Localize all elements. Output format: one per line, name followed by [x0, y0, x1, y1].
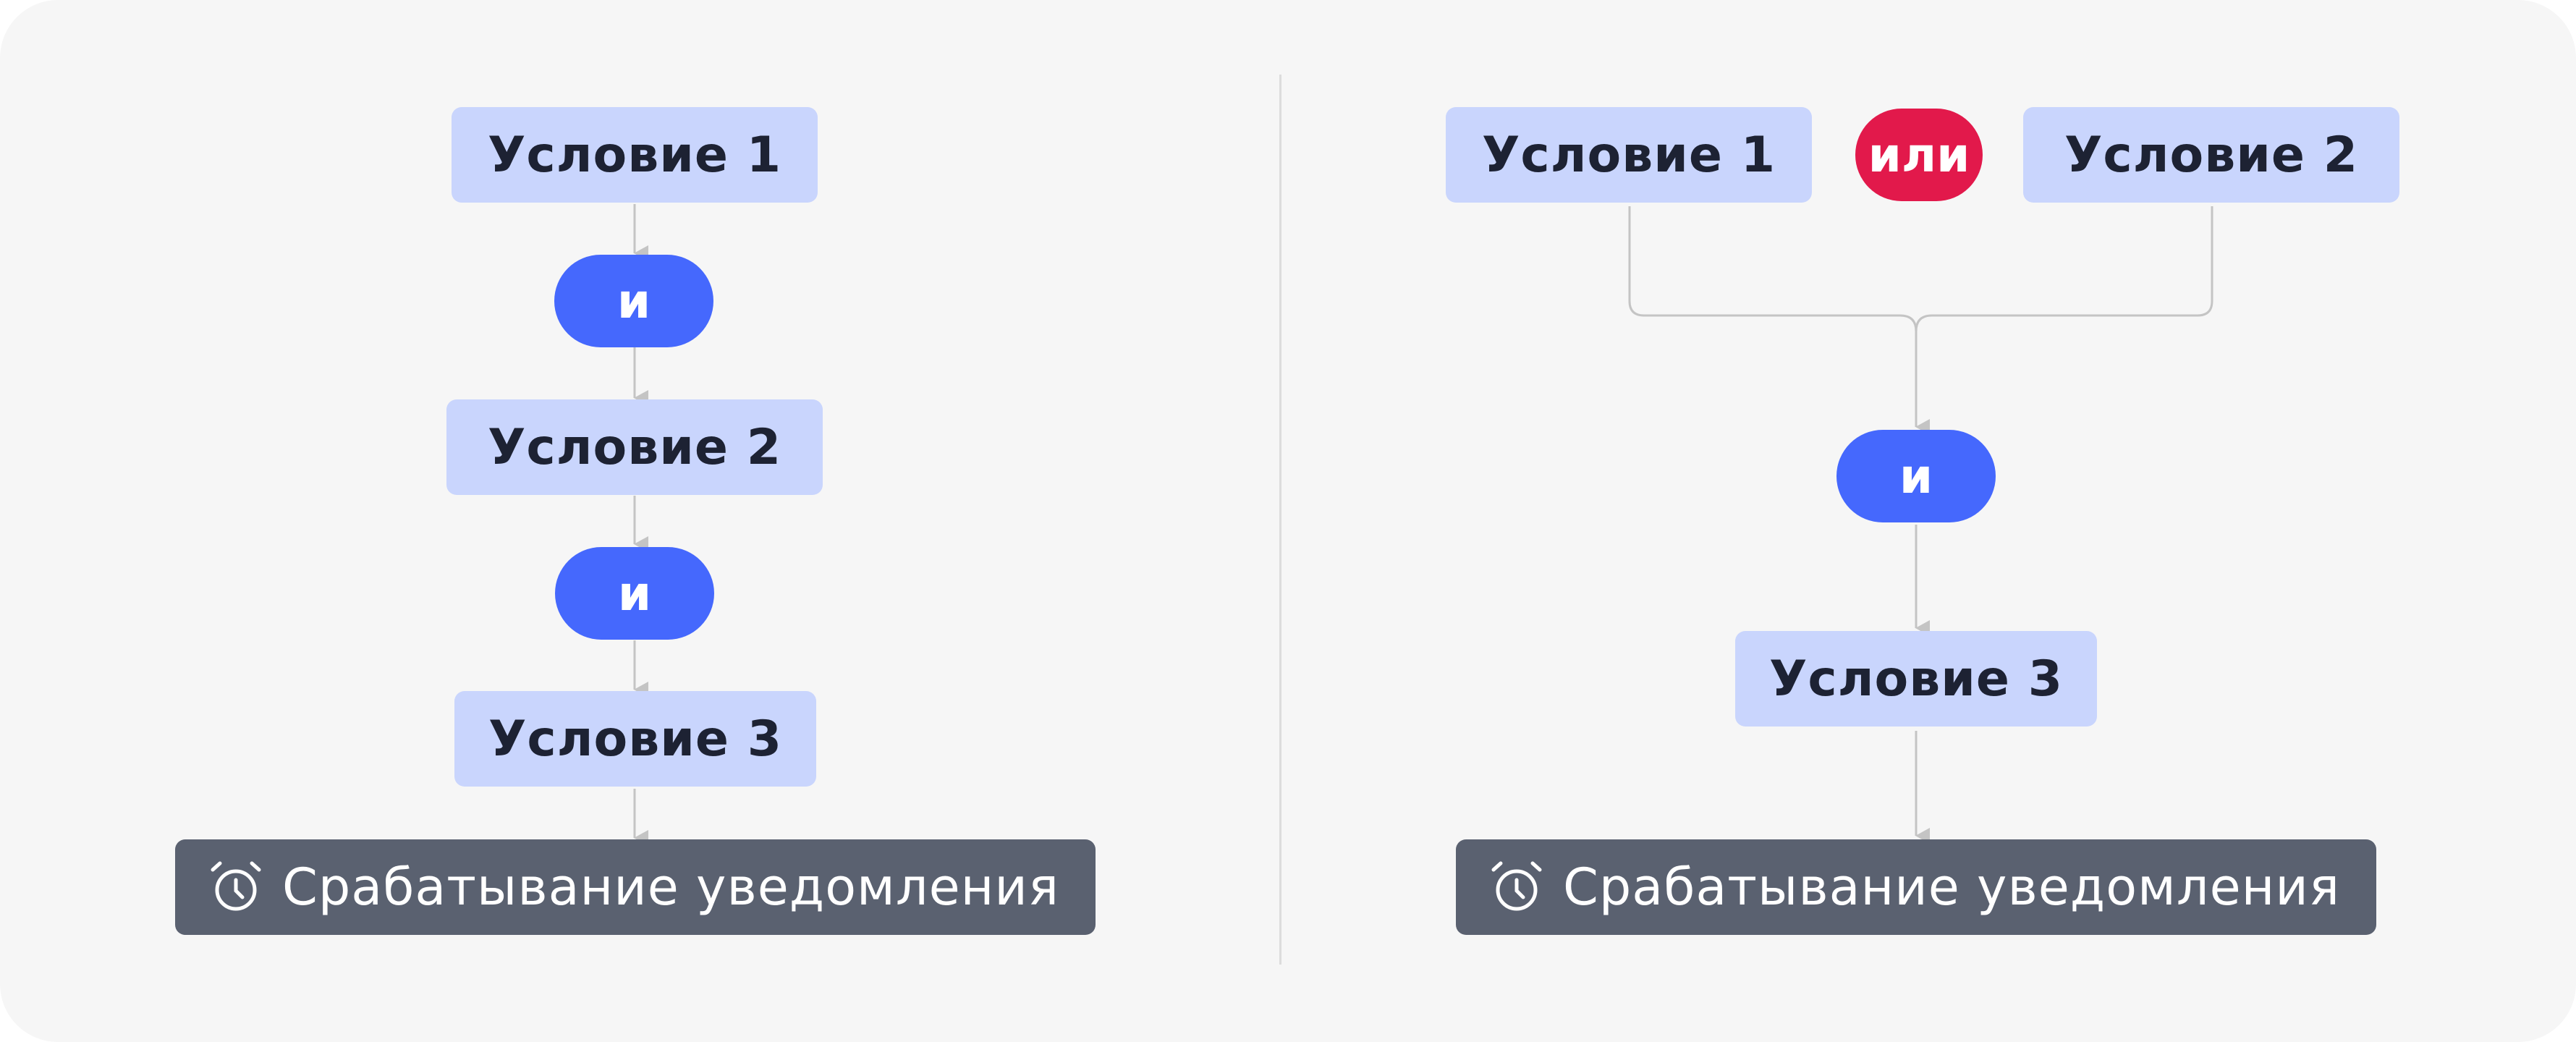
- right-condition-2: Условие 2: [2023, 107, 2399, 203]
- right-trigger-label: Срабатывание уведомления: [1563, 857, 2340, 917]
- left-and-pill-2: и: [555, 547, 714, 640]
- alarm-clock-icon: [211, 861, 261, 911]
- left-and-pill-1: и: [554, 255, 713, 347]
- alarm-clock-icon: [1491, 861, 1542, 911]
- left-condition-1: Условие 1: [452, 107, 818, 203]
- left-trigger-label: Срабатывание уведомления: [282, 857, 1059, 917]
- right-condition-1: Условие 1: [1446, 107, 1812, 203]
- connector-right-merge: [1628, 206, 2213, 332]
- left-condition-2: Условие 2: [446, 399, 823, 495]
- left-condition-3: Условие 3: [454, 691, 816, 787]
- left-trigger-box: Срабатывание уведомления: [175, 839, 1096, 935]
- right-condition-3: Условие 3: [1735, 631, 2097, 727]
- panel-divider: [1279, 75, 1281, 965]
- right-or-pill: или: [1855, 109, 1983, 201]
- right-trigger-box: Срабатывание уведомления: [1456, 839, 2376, 935]
- right-and-pill: и: [1836, 430, 1996, 522]
